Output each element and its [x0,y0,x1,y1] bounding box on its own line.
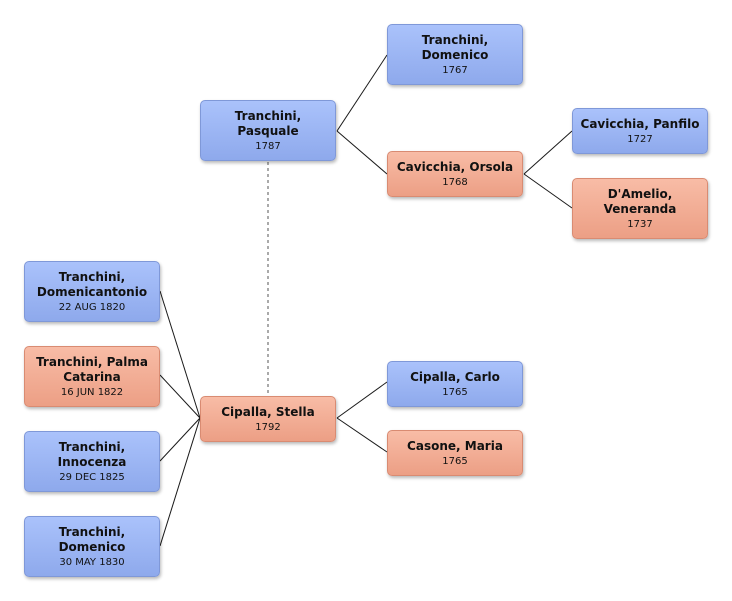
person-node-stella[interactable]: Cipalla, Stella 1792 [200,396,336,442]
person-date: 1768 [442,176,468,188]
child-link [159,417,201,547]
parent-link [336,381,388,419]
person-node-pasquale[interactable]: Tranchini, Pasquale 1787 [200,100,336,161]
person-name: Tranchini, Domenico [58,524,126,554]
person-node-veneranda[interactable]: D'Amelio, Veneranda 1737 [572,178,708,239]
person-node-carlo[interactable]: Cipalla, Carlo 1765 [387,361,523,407]
person-name: Cavicchia, Orsola [396,159,514,174]
person-date: 30 MAY 1830 [59,556,125,568]
person-node-orsola[interactable]: Cavicchia, Orsola 1768 [387,151,523,197]
person-date: 1765 [442,386,468,398]
person-name: Cipalla, Stella [221,404,315,419]
person-date: 1792 [255,421,281,433]
person-name: Tranchini, Domenicantonio [36,269,148,299]
person-name: D'Amelio, Veneranda [603,186,677,216]
person-date: 1767 [442,64,468,76]
parent-link [336,130,388,175]
person-date: 1765 [442,455,468,467]
child-link [159,290,201,419]
person-name: Tranchini, Innocenza [57,439,127,469]
person-node-innocenza[interactable]: Tranchini, Innocenza 29 DEC 1825 [24,431,160,492]
child-link [159,417,201,462]
person-name: Cipalla, Carlo [410,369,500,384]
parent-link [523,130,573,175]
person-date: 1737 [627,218,653,230]
person-name: Tranchini, Palma Catarina [36,354,148,384]
child-link [159,374,201,419]
person-node-panfilo[interactable]: Cavicchia, Panfilo 1727 [572,108,708,154]
person-node-palma[interactable]: Tranchini, Palma Catarina 16 JUN 1822 [24,346,160,407]
person-name: Casone, Maria [407,438,503,453]
person-date: 1787 [255,140,281,152]
person-name: Tranchini, Domenico [421,32,489,62]
parent-link [336,54,388,132]
person-date: 22 AUG 1820 [58,301,126,313]
person-node-maria[interactable]: Casone, Maria 1765 [387,430,523,476]
person-date: 16 JUN 1822 [60,386,124,398]
parent-link [336,417,388,453]
person-date: 29 DEC 1825 [59,471,125,483]
person-name: Tranchini, Pasquale [234,108,302,138]
person-node-domenico-1830[interactable]: Tranchini, Domenico 30 MAY 1830 [24,516,160,577]
person-node-domenicantonio[interactable]: Tranchini, Domenicantonio 22 AUG 1820 [24,261,160,322]
parent-link [523,173,573,209]
person-date: 1727 [627,133,653,145]
person-name: Cavicchia, Panfilo [580,116,700,131]
person-node-domenico-1767[interactable]: Tranchini, Domenico 1767 [387,24,523,85]
